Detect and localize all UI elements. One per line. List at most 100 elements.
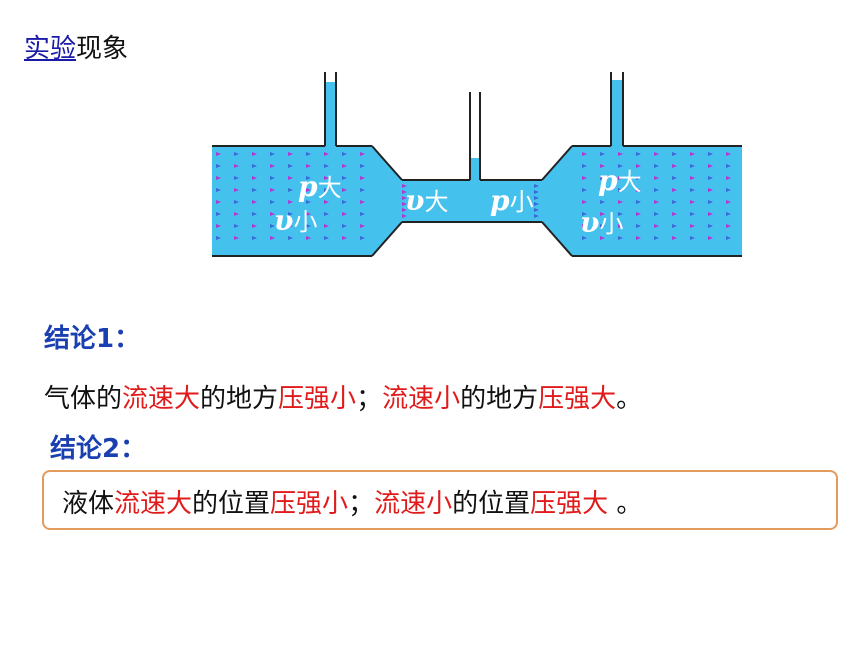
flow-arrow	[636, 188, 641, 192]
flow-arrow	[234, 200, 239, 204]
flow-arrow	[306, 200, 311, 204]
conclusion-1-text: 气体的流速大的地方压强小；流速小的地方压强大。	[44, 384, 643, 414]
flow-arrow	[690, 236, 695, 240]
conclusion-2-heading: 结论2：	[50, 434, 147, 464]
flow-arrow	[270, 188, 275, 192]
flow-arrow	[216, 188, 221, 192]
flow-arrow	[288, 212, 293, 216]
flow-arrow	[582, 236, 587, 240]
flow-arrow	[690, 176, 695, 180]
flow-arrow	[360, 152, 365, 156]
flow-arrow	[726, 224, 731, 228]
flow-arrow	[600, 164, 605, 168]
flow-arrow	[306, 224, 311, 228]
flow-arrow	[288, 176, 293, 180]
flow-arrow	[216, 176, 221, 180]
flow-arrow	[306, 164, 311, 168]
flow-arrow	[252, 188, 257, 192]
flow-arrow	[690, 188, 695, 192]
flow-arrow	[234, 164, 239, 168]
conclusion-2-text: 液体流速大的位置压强小；流速小的位置压强大 。	[62, 489, 643, 519]
flow-arrow	[234, 224, 239, 228]
flow-arrow	[708, 212, 713, 216]
left-pressure-label: p大	[298, 170, 342, 203]
flow-arrow	[342, 164, 347, 168]
flow-arrow	[252, 212, 257, 216]
flow-arrow	[306, 176, 311, 180]
left-tube-water	[325, 82, 336, 146]
flow-arrow	[708, 164, 713, 168]
flow-arrow	[324, 224, 329, 228]
flow-arrow	[636, 152, 641, 156]
pipe-outline	[212, 72, 742, 257]
flow-arrow	[690, 152, 695, 156]
flow-arrow	[324, 236, 329, 240]
flow-arrow	[288, 236, 293, 240]
flow-arrow	[288, 224, 293, 228]
flow-arrow	[600, 200, 605, 204]
flow-arrow	[582, 212, 587, 216]
flow-arrow	[618, 224, 623, 228]
flow-arrow	[252, 152, 257, 156]
flow-arrow	[252, 164, 257, 168]
flow-arrow	[342, 188, 347, 192]
right-tube-water	[611, 80, 623, 146]
flow-arrow	[216, 212, 221, 216]
flow-arrow	[234, 152, 239, 156]
flow-arrow	[534, 184, 539, 188]
flow-arrow	[270, 212, 275, 216]
flow-arrow	[636, 224, 641, 228]
flow-arrow	[582, 152, 587, 156]
experiment-link[interactable]: 实验	[24, 34, 77, 64]
flow-arrow	[600, 224, 605, 228]
flow-arrow	[402, 208, 407, 212]
flow-arrow	[234, 176, 239, 180]
flow-arrow	[534, 190, 539, 194]
flow-arrow	[690, 224, 695, 228]
flow-arrow	[534, 208, 539, 212]
flow-arrow	[636, 164, 641, 168]
venturi-tube-diagram: p大 υ小 υ大 p小 p大 υ小	[212, 72, 742, 257]
flow-arrow	[252, 236, 257, 240]
flow-arrow	[654, 152, 659, 156]
flow-arrow	[342, 224, 347, 228]
flow-arrow	[636, 176, 641, 180]
flow-arrow	[270, 200, 275, 204]
flow-arrow	[708, 188, 713, 192]
flow-arrow	[726, 212, 731, 216]
flow-arrow	[618, 164, 623, 168]
flow-arrow	[636, 212, 641, 216]
flow-arrow	[654, 176, 659, 180]
flow-arrow	[288, 200, 293, 204]
flow-arrow	[582, 224, 587, 228]
flow-arrow	[600, 152, 605, 156]
conclusion-1-heading: 结论1：	[44, 324, 141, 354]
flow-arrow	[618, 176, 623, 180]
flow-arrow	[402, 196, 407, 200]
flow-arrow	[726, 236, 731, 240]
flow-arrow	[582, 200, 587, 204]
flow-arrow	[726, 188, 731, 192]
flow-arrow	[654, 212, 659, 216]
flow-arrow	[672, 224, 677, 228]
flow-arrow	[726, 176, 731, 180]
flow-arrow	[534, 214, 539, 218]
flow-arrow	[270, 164, 275, 168]
flow-arrow	[726, 152, 731, 156]
left-velocity-label: υ小	[274, 204, 317, 237]
flow-arrow	[726, 164, 731, 168]
flow-arrow	[306, 188, 311, 192]
flow-arrow	[216, 236, 221, 240]
middle-pressure-label: p小	[490, 184, 534, 217]
water-body	[212, 146, 742, 256]
flow-arrow	[672, 152, 677, 156]
flow-arrow	[708, 200, 713, 204]
flow-arrow	[360, 224, 365, 228]
flow-arrow	[402, 184, 407, 188]
flow-arrow	[636, 236, 641, 240]
flow-arrow	[252, 176, 257, 180]
title-rest: 现象	[76, 34, 129, 64]
flow-arrow	[234, 236, 239, 240]
flow-arrow	[324, 188, 329, 192]
middle-velocity-label: υ大	[405, 184, 448, 217]
